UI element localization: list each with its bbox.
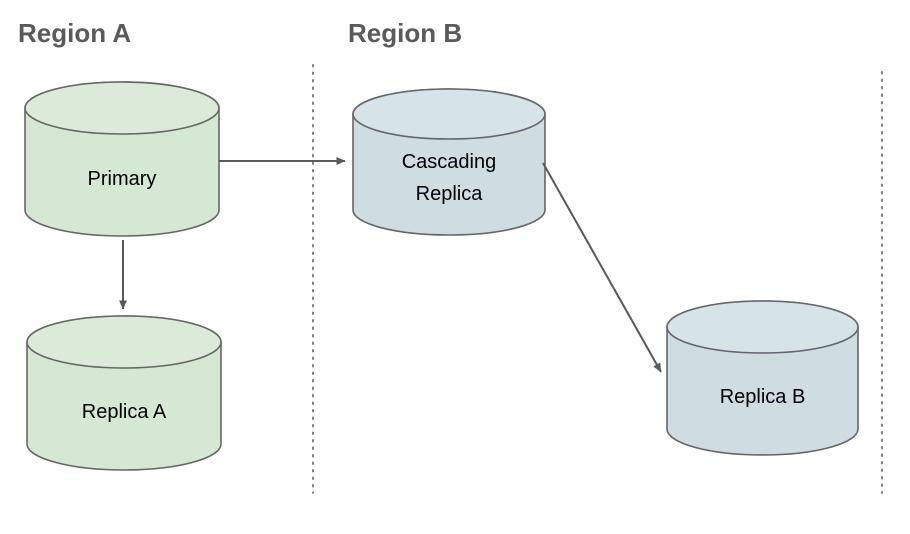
region-label-a: Region A [18,18,131,48]
cascading-replica-label-line2: Replica [416,183,484,205]
edge-cascading-replica-to-replica-b[interactable] [542,162,662,373]
replica-a-label: Replica A [82,401,167,423]
node-cascading-replica[interactable]: Cascading Replica [352,88,546,236]
primary-cylinder-top [24,81,220,135]
cascading-replica-label-line1: Cascading [402,151,497,173]
primary-label: Primary [88,168,157,190]
node-replica-b[interactable]: Replica B [666,300,859,456]
replica-b-label: Replica B [720,386,806,408]
node-primary[interactable]: Primary [24,81,220,237]
replica-a-cylinder-top [26,315,222,369]
cascading-replica-cylinder-top [352,88,546,140]
replica-b-cylinder-top [666,300,859,354]
node-replica-a[interactable]: Replica A [26,315,222,471]
region-label-b: Region B [348,18,462,48]
